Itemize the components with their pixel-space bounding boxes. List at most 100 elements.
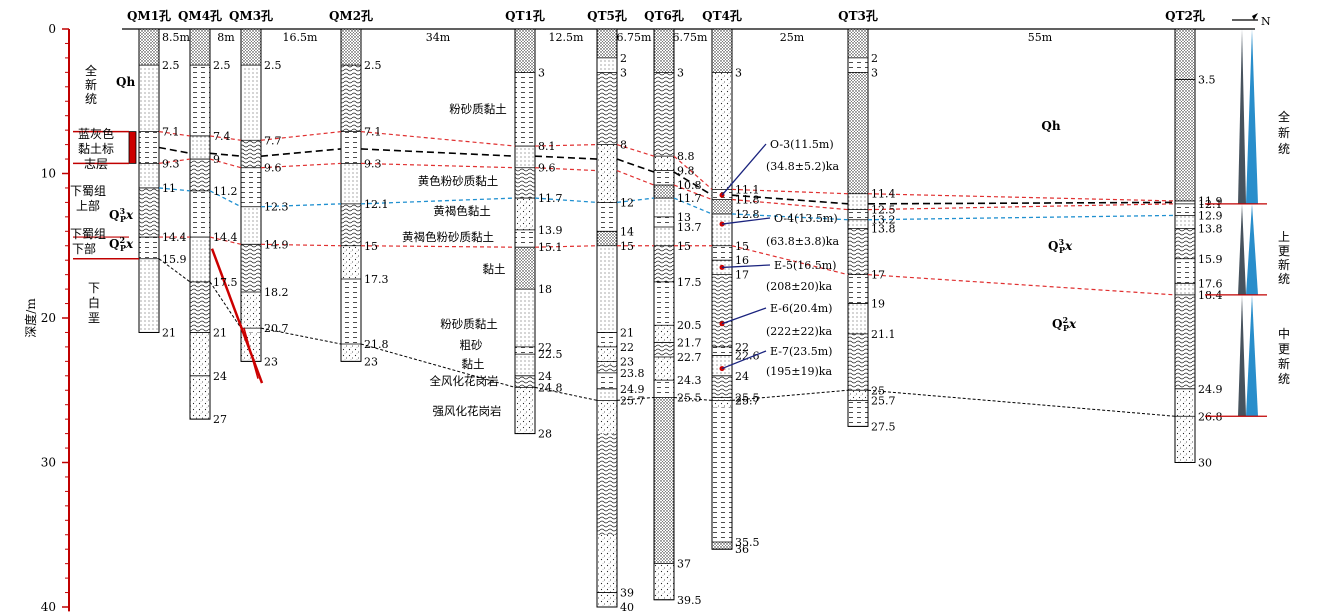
spacing-label: 12.5m xyxy=(549,31,584,44)
borehole-name: QT1孔 xyxy=(505,9,545,23)
borehole-unit xyxy=(241,206,261,245)
borehole-unit xyxy=(848,274,868,304)
borehole-unit xyxy=(848,333,868,391)
borehole-unit xyxy=(848,193,868,210)
depth-label: 16 xyxy=(735,254,749,267)
sample-leader-line xyxy=(721,143,767,196)
spacing-label: 6.75m xyxy=(673,31,708,44)
depth-label: 35.5 xyxy=(735,536,760,549)
depth-label: 3 xyxy=(677,66,684,79)
depth-label: 8.1 xyxy=(538,140,556,153)
age-wedge xyxy=(1246,29,1258,204)
borehole-unit xyxy=(712,199,732,214)
borehole-unit xyxy=(341,163,361,204)
borehole-name: QM1孔 xyxy=(127,9,171,23)
right-upper-label: 上 xyxy=(1278,230,1290,244)
bedrock-surface-line xyxy=(158,258,1176,417)
borehole-unit xyxy=(1175,200,1195,204)
depth-label: 19 xyxy=(871,298,885,311)
left-holocene-label: 新 xyxy=(85,77,97,92)
depth-label: 24 xyxy=(213,370,227,383)
sample-label: E-6(20.4m) xyxy=(770,302,832,315)
borehole-name: QM3孔 xyxy=(229,9,273,23)
borehole-unit xyxy=(341,278,361,345)
marker-bed-inner-line xyxy=(158,146,1176,205)
age-wedge xyxy=(1246,294,1258,417)
borehole-top-unit xyxy=(341,29,361,66)
depth-label: 3 xyxy=(620,66,627,79)
marker-bed-label: 黏土标 xyxy=(78,142,114,156)
depth-label: 12.1 xyxy=(364,198,389,211)
borehole-unit xyxy=(190,332,210,376)
sample-label: O-4(13.5m) xyxy=(774,212,838,225)
borehole-unit xyxy=(597,57,617,73)
depth-label: 21.8 xyxy=(364,338,389,351)
depth-label: 13.2 xyxy=(871,214,896,227)
age-wedge xyxy=(1246,203,1258,295)
right-middle-label: 中 xyxy=(1278,326,1290,341)
depth-label: 15 xyxy=(620,240,634,253)
borehole-unit xyxy=(654,342,674,358)
borehole-unit xyxy=(515,198,535,230)
depth-label: 23.8 xyxy=(620,367,645,380)
annotations: 粉砂质黏土黄色粉砂质黏土黄褐色黏土黄褐色粉砂质黏土黏土粉砂质黏土粗砂黏土全风化花… xyxy=(402,102,839,418)
depth-label: 24 xyxy=(735,370,749,383)
borehole-sand-unit xyxy=(597,534,617,593)
borehole-unit xyxy=(848,228,868,275)
lower-xiashu-label: 下部 xyxy=(72,241,96,256)
borehole-name: QM2孔 xyxy=(329,9,373,23)
borehole-unit xyxy=(515,354,535,376)
depth-label: 13 xyxy=(677,211,691,224)
borehole-unit xyxy=(597,361,617,373)
stratum-label: 黄色粉砂质黏土 xyxy=(418,174,499,188)
lower-xiashu-label: 下蜀组 xyxy=(70,227,106,241)
depth-label: 11.7 xyxy=(677,192,702,205)
depth-label: 37 xyxy=(677,558,691,571)
right-middle-label: 统 xyxy=(1278,372,1290,386)
depth-label: 15 xyxy=(677,240,691,253)
depth-label: 13.8 xyxy=(871,222,896,235)
spacing-label: 25m xyxy=(780,31,805,44)
borehole-sand-unit xyxy=(712,400,732,408)
borehole-unit xyxy=(190,190,210,238)
depth-label: 9.6 xyxy=(264,162,282,175)
borehole-unit xyxy=(139,131,159,164)
depth-label: 10.8 xyxy=(677,179,702,192)
borehole-unit xyxy=(139,187,159,238)
borehole-top-unit xyxy=(654,29,674,73)
cretaceous-label: 垩 xyxy=(88,311,100,325)
left-holocene-label: 统 xyxy=(85,92,97,106)
borehole-name: QM4孔 xyxy=(178,9,222,23)
depth-label: 11 xyxy=(162,182,176,195)
borehole-unit xyxy=(848,209,868,220)
depth-label: 2 xyxy=(871,52,878,65)
borehole-top-unit xyxy=(1175,29,1195,80)
borehole-unit xyxy=(515,72,535,147)
north-arrow-icon xyxy=(1252,13,1258,20)
borehole-unit xyxy=(1175,228,1195,259)
depth-label: 13.7 xyxy=(677,221,702,234)
depth-label: 25 xyxy=(871,384,885,397)
depth-label: 9.3 xyxy=(364,157,382,170)
borehole-name: QT6孔 xyxy=(644,9,684,23)
depth-label: 24.9 xyxy=(1198,383,1223,396)
depth-label: 15 xyxy=(364,240,378,253)
depth-label: 25.7 xyxy=(620,394,645,407)
borehole-unit xyxy=(515,247,535,290)
depth-label: 11.8 xyxy=(735,194,760,207)
borehole-unit xyxy=(515,229,535,248)
correlation-lines xyxy=(158,130,1176,417)
depth-label: 8 xyxy=(620,139,627,152)
borehole-unit xyxy=(1175,388,1195,417)
borehole-unit xyxy=(654,380,674,398)
stratum-label: 粉砂质黏土 xyxy=(440,317,498,331)
axis-title: 深度/m xyxy=(23,298,38,338)
right-holocene-label: 新 xyxy=(1278,125,1290,140)
borehole-unit xyxy=(139,237,159,259)
depth-label: 27.5 xyxy=(871,420,896,433)
depth-label: 2 xyxy=(620,52,627,65)
